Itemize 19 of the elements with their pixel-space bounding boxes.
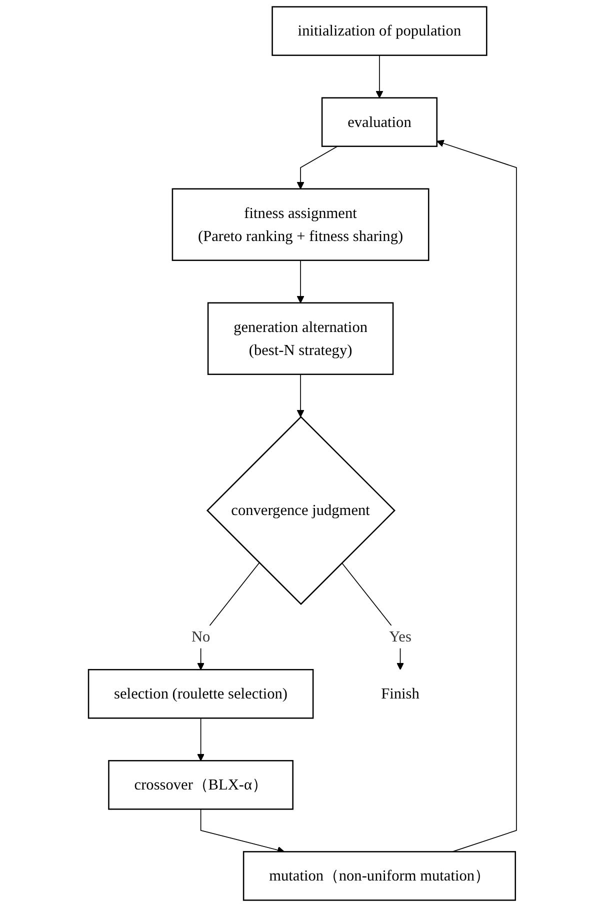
arrow <box>296 146 338 190</box>
node-diamond: convergence judgment <box>206 416 396 606</box>
edge-label: Yes <box>388 628 411 645</box>
arrow <box>436 140 516 852</box>
edge-label: No <box>190 628 210 645</box>
node-box: crossover（BLX-α） <box>108 760 293 810</box>
node-box: evaluation <box>320 97 438 147</box>
arrow <box>340 562 404 670</box>
node-box: generation alternation (best-N strategy) <box>206 302 394 375</box>
arrow <box>196 718 204 761</box>
node-box: selection (roulette selection) <box>87 669 314 719</box>
node-box: initialization of population <box>271 6 487 56</box>
arrow <box>296 260 304 304</box>
arrow <box>296 374 304 418</box>
arrow <box>375 54 383 98</box>
arrow <box>196 562 260 670</box>
node-box: fitness assignment (Pareto ranking + fitness sharing) <box>171 188 429 261</box>
node-text: Finish <box>380 684 419 702</box>
node-box: mutation（non-uniform mutation） <box>242 851 516 901</box>
